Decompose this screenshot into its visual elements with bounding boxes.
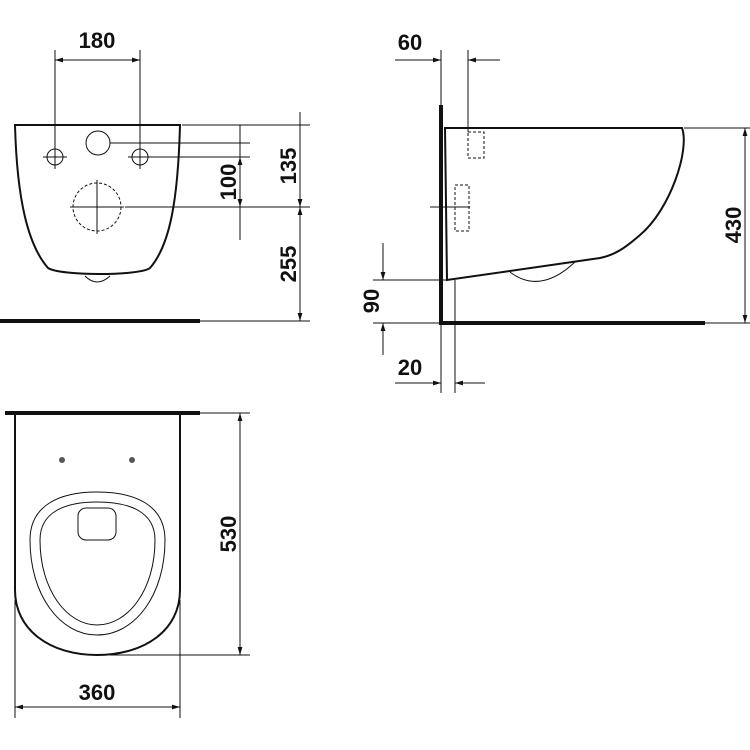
top-view: 530 360 [5, 411, 250, 718]
dim-20: 20 [398, 355, 422, 380]
fixing-hole-left [59, 457, 65, 463]
dim-360: 360 [79, 680, 116, 705]
dim-255: 255 [276, 246, 301, 283]
mounting-hole-left [43, 145, 67, 169]
dim-60: 60 [398, 30, 422, 55]
side-view: 60 430 90 20 [359, 30, 750, 393]
dim-135: 135 [276, 148, 301, 185]
dim-530: 530 [216, 516, 241, 553]
fixing-hole-right [129, 457, 135, 463]
outlet-hole [70, 180, 124, 234]
dim-90: 90 [359, 289, 384, 313]
mounting-hole-right [128, 145, 152, 169]
front-view: 180 100 135 255 [0, 28, 310, 323]
dim-430: 430 [721, 207, 746, 244]
dim-180: 180 [79, 28, 116, 53]
dim-100: 100 [216, 164, 241, 201]
